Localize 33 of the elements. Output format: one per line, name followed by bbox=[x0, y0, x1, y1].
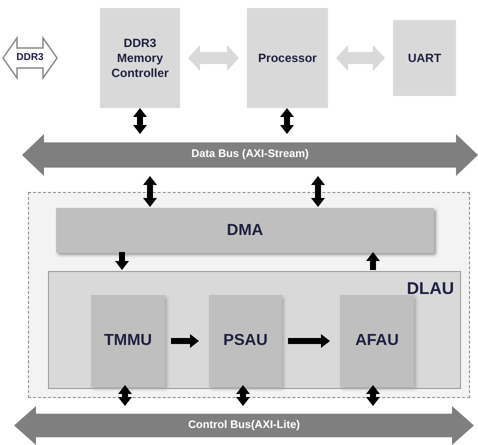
double-arrow bbox=[366, 385, 380, 406]
bus-label: Control Bus(AXI-Lite) bbox=[188, 418, 300, 432]
block-box bbox=[247, 8, 328, 108]
block-label: DMA bbox=[226, 220, 264, 240]
block-label: PSAU bbox=[223, 331, 268, 351]
double-arrow bbox=[280, 108, 294, 134]
block-box bbox=[393, 20, 456, 96]
double-arrow bbox=[188, 45, 239, 71]
double-arrow bbox=[143, 176, 157, 207]
double-arrow bbox=[133, 108, 147, 134]
module-box bbox=[340, 295, 414, 387]
arrow bbox=[288, 334, 330, 348]
bus-label: Data Bus (AXI-Stream) bbox=[191, 148, 309, 162]
group-label: DLAU bbox=[406, 278, 454, 300]
group-panel bbox=[48, 271, 461, 389]
arrow bbox=[366, 252, 380, 270]
block-label: DDR3 Memory Controller bbox=[110, 36, 170, 80]
arrow bbox=[115, 252, 129, 270]
dashed-frame bbox=[28, 192, 470, 398]
block-box bbox=[100, 8, 180, 108]
block-label: UART bbox=[408, 50, 442, 66]
double-arrow bbox=[336, 45, 385, 71]
double-arrow bbox=[236, 385, 250, 406]
block-label: TMMU bbox=[104, 331, 152, 351]
block-label: DDR3 bbox=[16, 52, 44, 64]
module-box bbox=[209, 295, 282, 387]
block-label: Processor bbox=[258, 50, 317, 66]
block-label: AFAU bbox=[355, 331, 399, 351]
module-box bbox=[91, 295, 165, 387]
double-arrow bbox=[118, 385, 132, 406]
block-box bbox=[56, 208, 434, 253]
double-arrow bbox=[311, 176, 325, 207]
arrow bbox=[171, 334, 199, 348]
